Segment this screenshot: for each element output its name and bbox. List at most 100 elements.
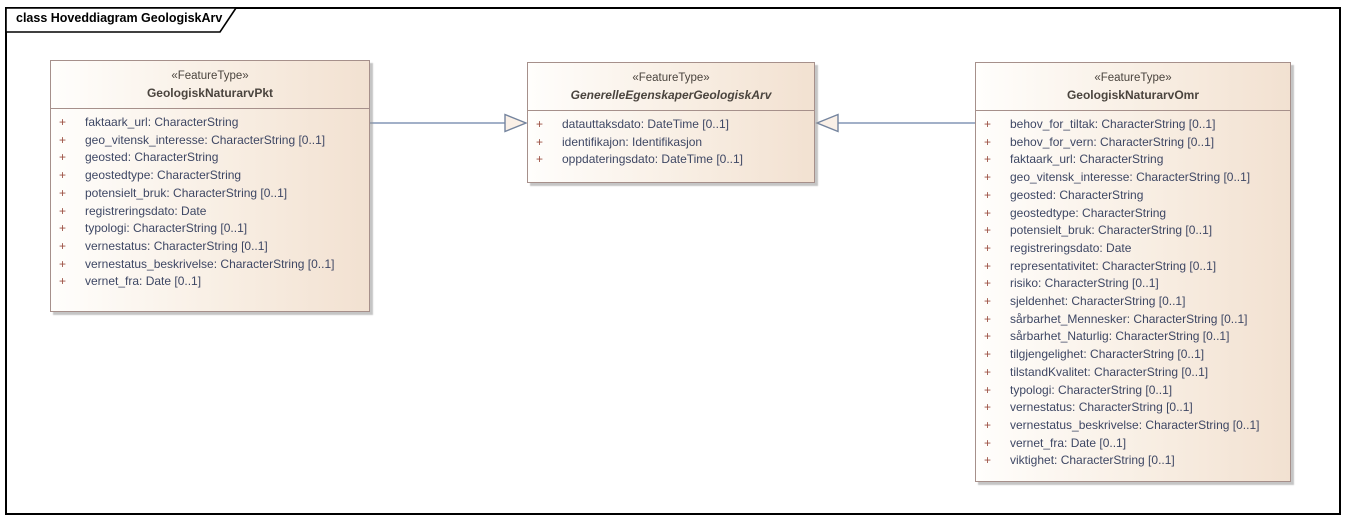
attribute-row: + typologi: CharacterString [0..1] [984, 382, 1286, 400]
attribute-row: + behov_for_tiltak: CharacterString [0..1… [984, 116, 1286, 134]
attribute-text: registreringsdato: Date [85, 203, 207, 218]
visibility-marker: + [984, 134, 992, 149]
attribute-text: datauttaksdato: DateTime [0..1] [562, 117, 729, 131]
attribute-text: vernestatus_beskrivelse: CharacterString… [85, 256, 335, 271]
generalization-arrowhead [504, 113, 528, 133]
attribute-row: + sårbarhet_Naturlig: CharacterString [0.… [984, 328, 1286, 346]
visibility-marker: + [59, 274, 67, 289]
attribute-text: behov_for_tiltak: CharacterString [0..1] [1010, 117, 1216, 131]
class-name: GeologiskNaturarvPkt [146, 86, 274, 100]
attribute-text: geosted: CharacterString [85, 150, 219, 165]
attribute-row: +sårbarhet_Mennesker: CharacterString [0… [984, 311, 1286, 329]
visibility-marker: + [984, 170, 992, 185]
visibility-marker: + [984, 276, 992, 291]
attribute-row: + tilstandKvalitet: CharacterString [0..1… [984, 364, 1286, 382]
visibility-marker: + [984, 382, 992, 397]
visibility-marker: + [984, 364, 992, 379]
visibility-marker: + [984, 258, 992, 273]
stereotype-label: «FeatureType» [171, 70, 249, 82]
attribute-row: + faktaark_url: CharacterString [59, 114, 365, 132]
attribute-text: risiko: CharacterString [0..1] [1010, 276, 1159, 291]
visibility-marker: + [59, 115, 67, 129]
attribute-row: + risiko: CharacterString [0..1] [984, 275, 1286, 293]
attribute-row: + geosted: CharacterString [59, 149, 365, 167]
attribute-text: vernestatus: CharacterString [0..1] [1010, 400, 1193, 415]
attribute-row: + geostedtype: CharacterString [59, 167, 365, 185]
visibility-marker: + [536, 152, 544, 167]
attribute-text: registreringsdato: Date [1010, 240, 1132, 255]
attribute-text: representativitet: CharacterString [0..1… [1010, 258, 1217, 273]
attribute-text: viktighet: CharacterString [0..1] [1010, 453, 1175, 468]
attribute-compartment: + behov_for_tiltak: CharacterString [0..1… [976, 111, 1290, 476]
attribute-row: +datauttaksdato: DateTime [0..1] [536, 116, 810, 134]
generalization-pkt-to-generelle [370, 113, 528, 133]
visibility-marker: + [59, 203, 67, 218]
visibility-marker: + [59, 238, 67, 253]
attribute-row: +faktaark_url: CharacterString [984, 151, 1286, 169]
attribute-text: vernet_fra: Date [0..1] [1010, 435, 1127, 450]
attribute-text: faktaark_url: CharacterString [85, 115, 239, 129]
attribute-text: behov_for_vern: CharacterString [0..1] [1010, 134, 1215, 149]
attribute-compartment: + faktaark_url: CharacterString + geo_viten… [51, 109, 369, 297]
attribute-text: tilstandKvalitet: CharacterString [0..1] [1010, 364, 1209, 379]
diagram-frame [5, 7, 1341, 515]
attribute-text: identifikajon: Identifikasjon [562, 134, 703, 149]
attribute-text: sjeldenhet: CharacterString [0..1] [1010, 294, 1186, 309]
visibility-marker: + [984, 187, 992, 202]
diagram-title: class Hoveddiagram GeologiskArv [16, 11, 223, 25]
attribute-text: geosted: CharacterString [1010, 187, 1144, 202]
attribute-text: potensielt_bruk: CharacterString [0..1] [85, 185, 288, 200]
visibility-marker: + [984, 311, 992, 326]
attribute-row: +vernestatus_beskrivelse: CharacterStrin… [59, 256, 365, 274]
visibility-marker: + [984, 240, 992, 255]
visibility-marker: + [59, 132, 67, 147]
attribute-row: + oppdateringsdato: DateTime [0..1] [536, 151, 810, 169]
attribute-text: sårbarhet_Naturlig: CharacterString [0..… [1010, 329, 1230, 344]
visibility-marker: + [984, 223, 992, 238]
attribute-text: oppdateringsdato: DateTime [0..1] [562, 152, 743, 167]
visibility-marker: + [984, 329, 992, 344]
class-name: GenerelleEgenskaperGeologiskArv [570, 88, 772, 102]
attribute-row: +potensielt_bruk: CharacterString [0..1] [59, 185, 365, 203]
attribute-text: potensielt_bruk: CharacterString [0..1] [1010, 223, 1213, 238]
attribute-row: + potensielt_bruk: CharacterString [0..1] [984, 222, 1286, 240]
attribute-row: + geo_vitensk_interesse: CharacterString … [984, 169, 1286, 187]
visibility-marker: + [984, 435, 992, 450]
visibility-marker: + [984, 205, 992, 220]
attribute-compartment: +datauttaksdato: DateTime [0..1]+identif… [528, 111, 814, 175]
class-generelleegenskapergeologiskarv: «FeatureType» GenerelleEgenskaperGeologi… [527, 62, 815, 183]
class-header: «FeatureType» GeologiskNaturarvPkt [51, 61, 369, 109]
visibility-marker: + [984, 117, 992, 131]
visibility-marker: + [984, 453, 992, 468]
attribute-row: + geo_vitensk_interesse: CharacterString … [59, 132, 365, 150]
visibility-marker: + [59, 168, 67, 183]
attribute-text: geostedtype: CharacterString [85, 168, 242, 183]
visibility-marker: + [984, 152, 992, 167]
attribute-row: + representativitet: CharacterString [0..… [984, 258, 1286, 276]
visibility-marker: + [59, 150, 67, 165]
attribute-row: + registreringsdato: Date [984, 240, 1286, 258]
attribute-text: vernestatus: CharacterString [0..1] [85, 238, 268, 253]
attribute-row: + vernet_fra: Date [0..1] [984, 435, 1286, 453]
stereotype-label: «FeatureType» [1094, 72, 1172, 84]
visibility-marker: + [536, 134, 544, 149]
class-header: «FeatureType» GeologiskNaturarvOmr [976, 63, 1290, 111]
attribute-text: vernet_fra: Date [0..1] [85, 274, 202, 289]
attribute-row: + vernestatus: CharacterString [0..1] [59, 238, 365, 256]
attribute-row: +typologi: CharacterString [0..1] [59, 220, 365, 238]
class-geologisknaturarvomr: «FeatureType» GeologiskNaturarvOmr + beho… [975, 62, 1291, 482]
attribute-text: geo_vitensk_interesse: CharacterString [… [85, 132, 326, 147]
attribute-row: + geosted: CharacterString [984, 187, 1286, 205]
attribute-text: geo_vitensk_interesse: CharacterString [… [1010, 170, 1251, 185]
attribute-row: + registreringsdato: Date [59, 203, 365, 221]
generalization-omr-to-generelle [815, 113, 975, 133]
attribute-text: geostedtype: CharacterString [1010, 205, 1167, 220]
attribute-text: typologi: CharacterString [0..1] [1010, 382, 1173, 397]
visibility-marker: + [984, 294, 992, 309]
attribute-row: + identifikajon: Identifikasjon [536, 134, 810, 152]
attribute-text: typologi: CharacterString [0..1] [85, 221, 248, 236]
attribute-row: + behov_for_vern: CharacterString [0..1] [984, 134, 1286, 152]
visibility-marker: + [984, 417, 992, 432]
